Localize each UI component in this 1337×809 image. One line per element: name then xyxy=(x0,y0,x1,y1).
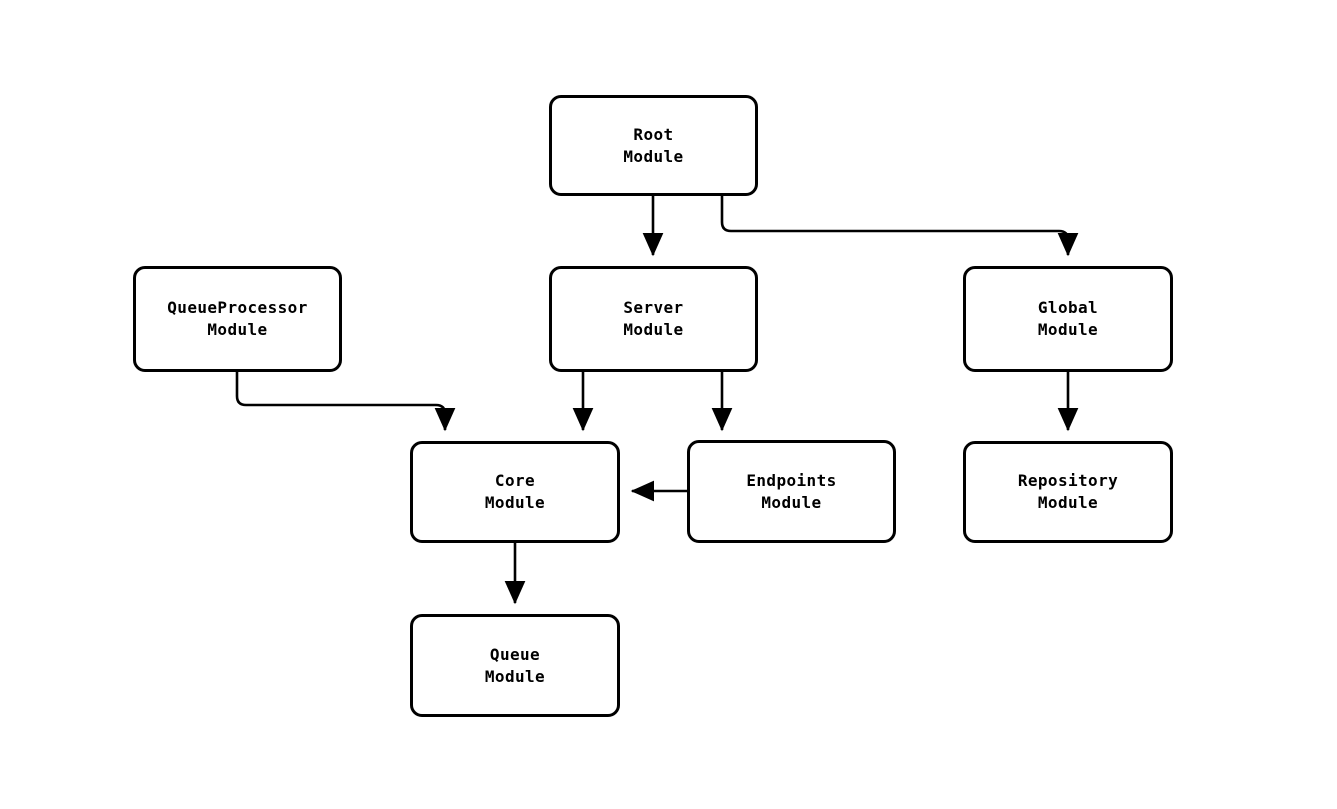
node-root-module-line2: Module xyxy=(623,146,684,166)
node-global-module[interactable]: Global Module xyxy=(963,266,1173,372)
node-queue-module[interactable]: Queue Module xyxy=(410,614,620,717)
node-root-module[interactable]: Root Module xyxy=(549,95,758,196)
node-repository-module-line1: Repository xyxy=(1017,471,1119,490)
node-queue-module-line1: Queue xyxy=(489,644,541,664)
node-queueprocessor-module-line2: Module xyxy=(207,320,268,339)
node-queueprocessor-module[interactable]: QueueProcessor Module xyxy=(133,266,342,372)
node-server-module-line2: Module xyxy=(623,320,684,339)
node-core-module-line2: Module xyxy=(484,493,546,512)
node-endpoints-module[interactable]: Endpoints Module xyxy=(687,440,896,543)
edge-root-to-global xyxy=(720,196,1079,257)
node-root-module-line1: Root xyxy=(633,124,674,144)
node-repository-module[interactable]: Repository Module xyxy=(963,441,1173,543)
node-repository-module-line2: Module xyxy=(1037,493,1099,512)
node-queue-module-line2: Module xyxy=(484,666,546,686)
node-server-module-line1: Server xyxy=(623,298,684,317)
node-endpoints-module-line1: Endpoints xyxy=(746,470,837,490)
node-global-module-line2: Module xyxy=(1037,320,1099,339)
node-core-module[interactable]: Core Module xyxy=(410,441,620,543)
node-core-module-line1: Core xyxy=(494,471,536,490)
node-global-module-line1: Global xyxy=(1037,298,1099,317)
edge-queueprocessor-to-core xyxy=(235,372,456,432)
node-queueprocessor-module-line1: QueueProcessor xyxy=(167,298,308,317)
node-server-module[interactable]: Server Module xyxy=(549,266,758,372)
node-endpoints-module-line2: Module xyxy=(761,492,822,512)
